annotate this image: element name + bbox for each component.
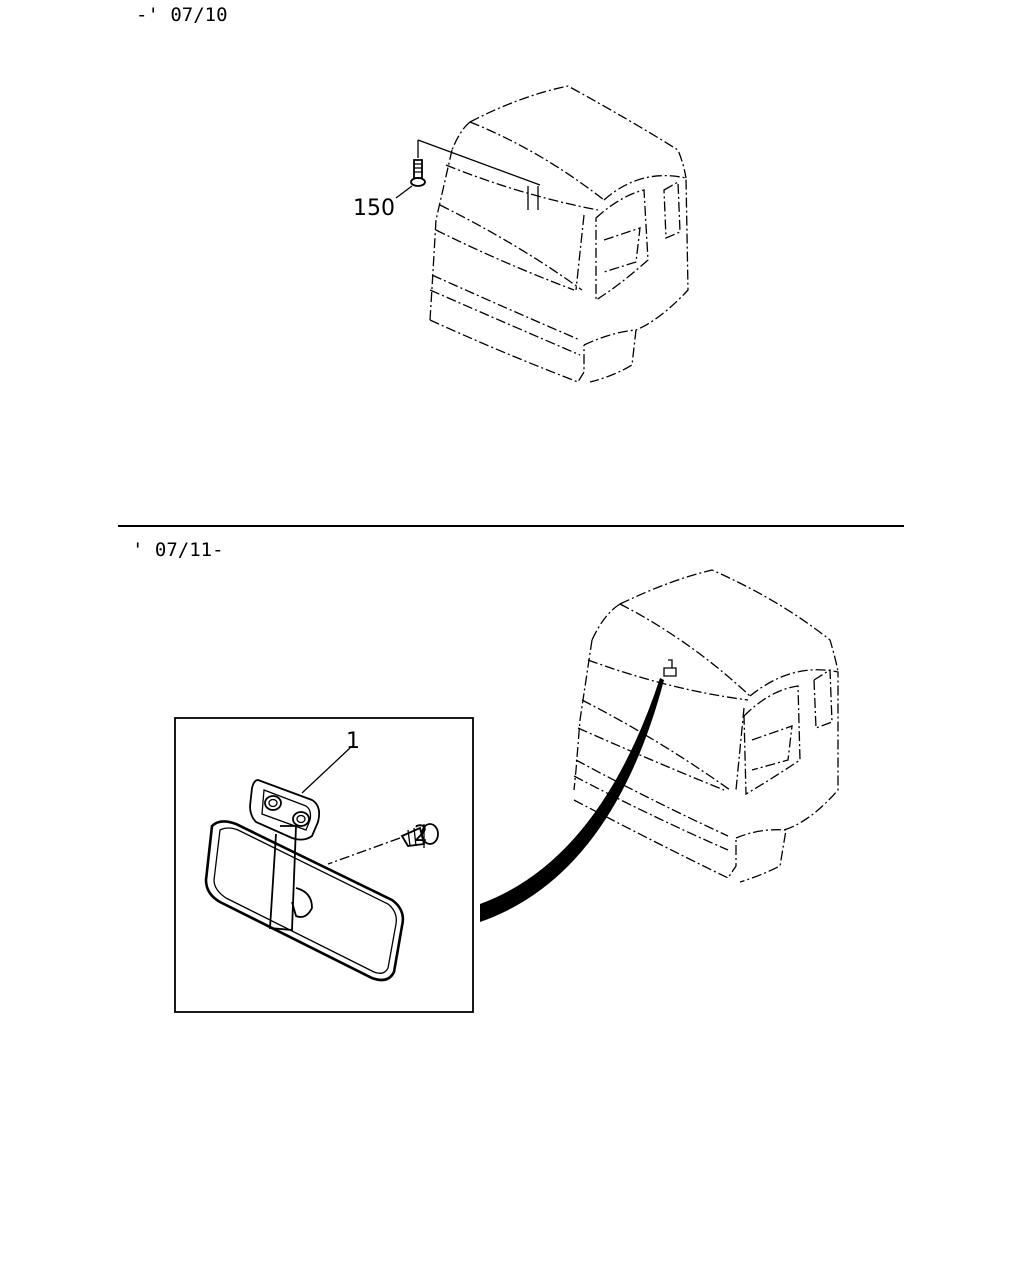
section-1-date-range: -' 07/10 (136, 4, 228, 26)
callout-arrow (480, 678, 664, 922)
detail-box (174, 717, 474, 1013)
rear-view-mirror-icon (204, 747, 405, 982)
truck-cab-top (417, 85, 689, 383)
screw-2-icon (327, 823, 439, 865)
section-2-date-range: ' 07/11- (132, 539, 224, 561)
bolt-150-icon (395, 159, 426, 199)
part-number-150: 150 (353, 196, 395, 221)
part-number-1: 1 (346, 729, 360, 754)
truck-cab-bottom (573, 569, 839, 883)
